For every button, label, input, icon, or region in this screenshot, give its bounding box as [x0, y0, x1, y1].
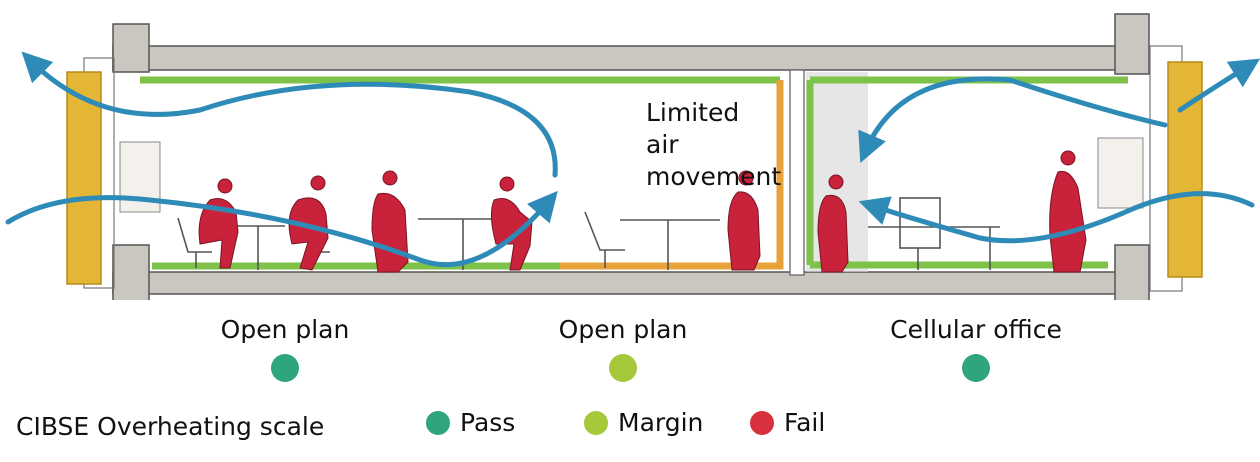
legend-swatch	[750, 410, 774, 435]
legend-item-fail: Fail	[750, 410, 825, 435]
left-facade-panel	[66, 71, 102, 285]
roof-slab	[112, 45, 1149, 71]
occupant-head	[828, 174, 844, 190]
right-facade-panel	[1167, 61, 1203, 278]
legend-label: Margin	[618, 408, 704, 437]
occupant-body	[817, 194, 849, 273]
zone-label-open-plan-2: Open plan	[558, 315, 688, 344]
legend-swatch	[426, 410, 450, 435]
legend-item-margin: Margin	[584, 410, 703, 435]
occupant-head	[310, 175, 326, 191]
partition-wall	[789, 69, 805, 276]
right-lower-column	[1114, 244, 1150, 300]
legend-label: Pass	[460, 408, 516, 437]
occupant-body	[490, 198, 533, 271]
zone-status-dot-pass	[962, 354, 990, 382]
airflow-arrow	[21, 51, 558, 178]
occupant-body	[1049, 170, 1087, 273]
occupant-body	[371, 192, 409, 273]
legend-label: Fail	[784, 408, 826, 437]
legend-title: CIBSE Overheating scale	[16, 412, 325, 441]
zone-status-dot-margin	[609, 354, 637, 382]
airflow-arrow	[858, 76, 1168, 164]
occupant-head	[1060, 150, 1076, 166]
airflow-arrow	[858, 191, 1255, 244]
left-upper-column	[112, 23, 150, 73]
occupant-body	[288, 197, 329, 271]
margin-line	[560, 80, 784, 270]
note-line-2: movement	[646, 162, 782, 191]
note-line-1: Limited air	[646, 98, 740, 159]
occupants	[198, 150, 1087, 273]
floor-slab	[112, 271, 1149, 295]
occupant-head	[499, 176, 515, 192]
zone-label-open-plan-1: Open plan	[220, 315, 350, 344]
airflow-arrow	[5, 190, 558, 268]
legend-swatch	[584, 410, 608, 435]
occupant-head	[217, 178, 233, 194]
occupant-head	[738, 170, 754, 186]
occupant-body	[198, 198, 239, 269]
occupant-body	[727, 191, 761, 271]
airflow	[5, 51, 1260, 268]
right-upper-column	[1114, 13, 1150, 75]
legend-item-pass: Pass	[426, 410, 515, 435]
building-section	[5, 13, 1260, 300]
zone-label-cellular-office: Cellular office	[890, 315, 1062, 344]
zone-status-dot-pass	[271, 354, 299, 382]
limited-air-movement-note: Limited air movement	[646, 97, 782, 193]
occupant-head	[382, 170, 398, 186]
left-lower-column	[112, 244, 150, 300]
airflow-arrow	[1177, 58, 1260, 113]
